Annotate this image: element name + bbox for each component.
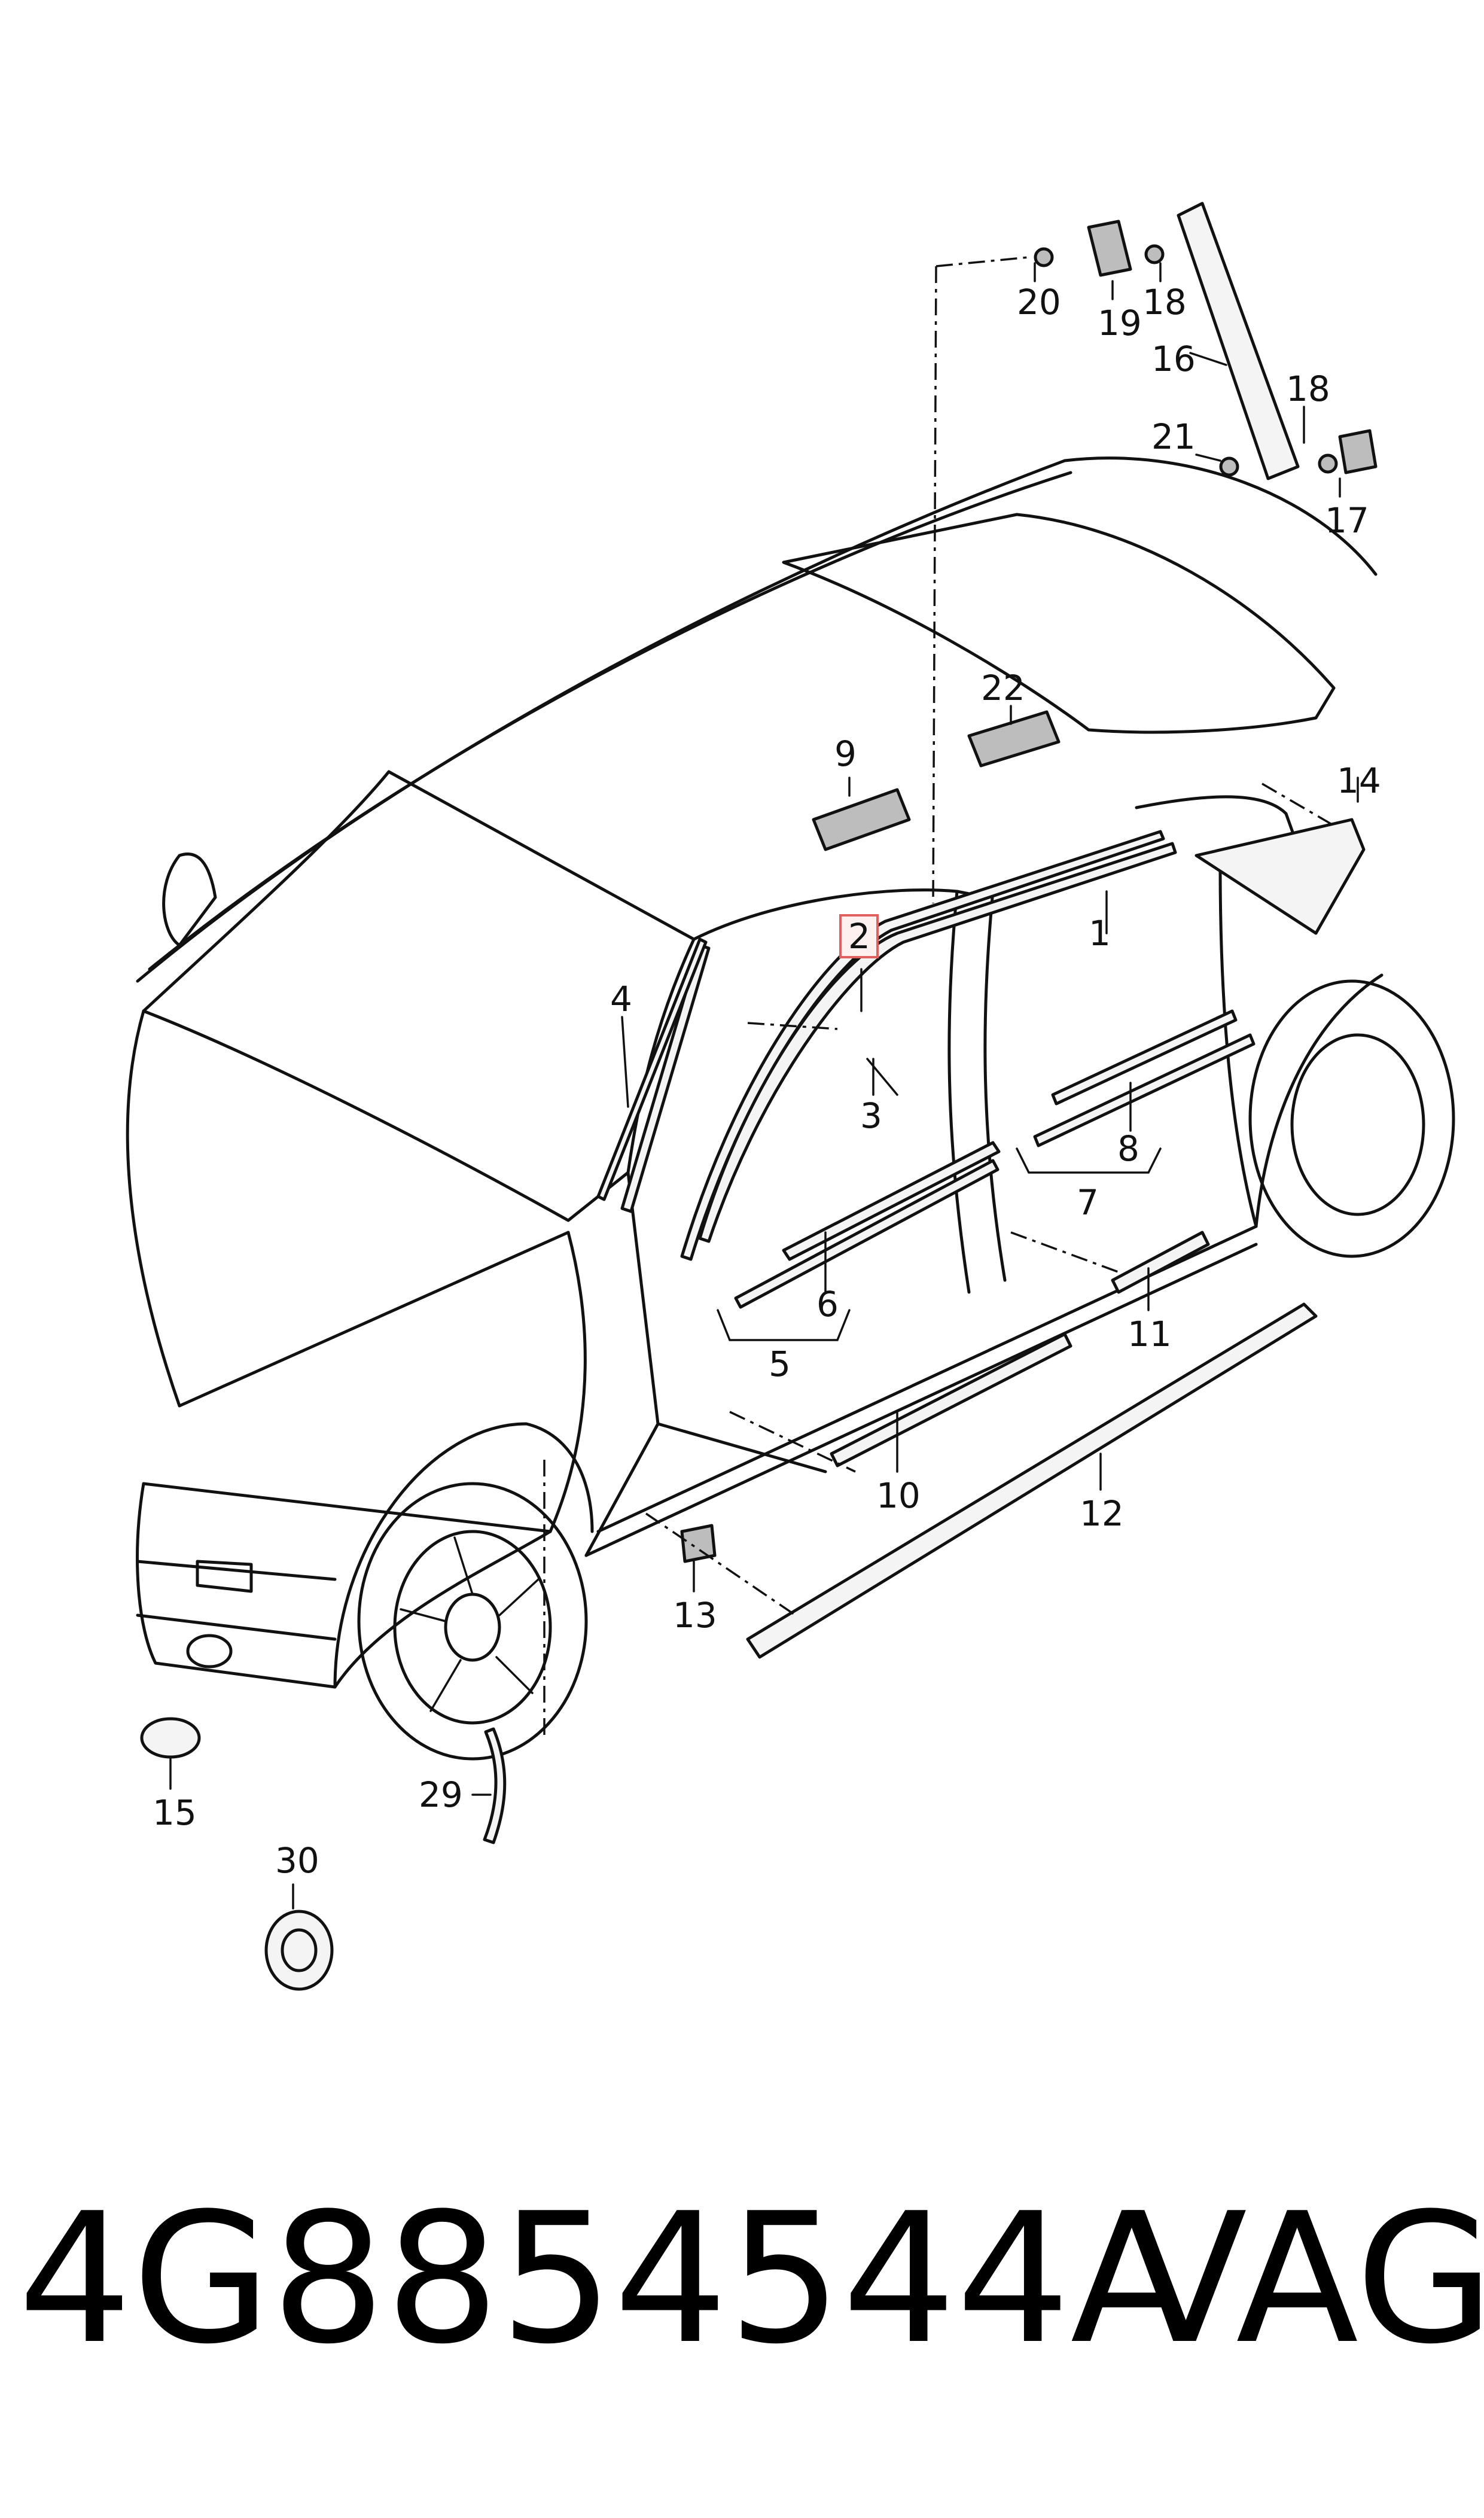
callout-2: 2 [848,916,870,957]
callout-1: 1 [1089,913,1111,954]
part-clip-21 [1219,456,1239,477]
callout-10: 10 [876,1475,921,1516]
callout-21: 21 [1151,416,1196,457]
part-tape-roll-core [281,1928,318,1972]
callout-22: 22 [981,668,1025,708]
part-windshield-trim [620,943,711,1213]
part-screw-3 [866,1058,898,1096]
callout-19: 19 [1098,303,1142,343]
part-quarter-window [1194,818,1366,935]
part-fog-lamp-cover [140,1717,201,1759]
part-rear-belt-moulding-inner [1033,1033,1256,1147]
part-clip-9 [812,788,911,851]
callout-4: 4 [610,979,632,1019]
callout-5: 5 [769,1344,791,1384]
callout-13: 13 [673,1595,717,1636]
part-front-sill-trim [830,1332,1072,1467]
part-clip-20 [1034,247,1054,267]
callout-7: 7 [1077,1182,1099,1223]
callout-14: 14 [1337,760,1381,801]
part-door-frame-trim [680,830,1165,1261]
part-number: 4G8854544A [18,2175,1193,2383]
callout-16: 16 [1151,339,1196,379]
callout-30: 30 [275,1840,319,1881]
part-bracket-19 [1087,220,1132,277]
part-rear-sill-trim [1111,1231,1210,1294]
part-clip-22 [967,710,1061,768]
callout-3: 3 [860,1095,882,1136]
callout-6: 6 [816,1284,839,1325]
leader-lines [169,262,1359,1910]
callout-17: 17 [1325,500,1369,541]
part-bolt-18b [1318,453,1338,474]
callout-29: 29 [419,1774,463,1815]
parts [140,202,1378,1991]
callout-18b: 18 [1286,369,1330,409]
callout-20: 20 [1017,282,1061,322]
part-wheel-arch-strip [483,1727,507,1844]
callout-labels: 1 2 3 4 5 6 7 8 9 10 11 12 13 14 15 16 1… [153,282,1381,1881]
callout-18a: 18 [1142,282,1187,322]
part-pillar-cover [1177,202,1300,480]
callout-11: 11 [1128,1314,1172,1354]
part-bolt-18a [1144,244,1165,264]
highlight-box [839,914,879,958]
part-front-belt-moulding-inner [734,1159,1000,1309]
part-front-belt-moulding [782,1141,1001,1261]
part-clip-17 [1338,429,1378,474]
callout-12: 12 [1080,1493,1124,1534]
callout-8: 8 [1117,1128,1139,1169]
part-windshield-trim-inner [596,937,708,1201]
assembly-lines [543,256,1334,1735]
callout-15: 15 [153,1792,197,1833]
callout-9: 9 [834,733,857,774]
part-rear-belt-moulding [1051,1009,1238,1106]
brand-label: VAG [1125,2175,1484,2383]
part-bracket-13 [680,1524,717,1563]
part-side-skirt [746,1302,1318,1659]
car-body-outline [126,456,1455,1761]
